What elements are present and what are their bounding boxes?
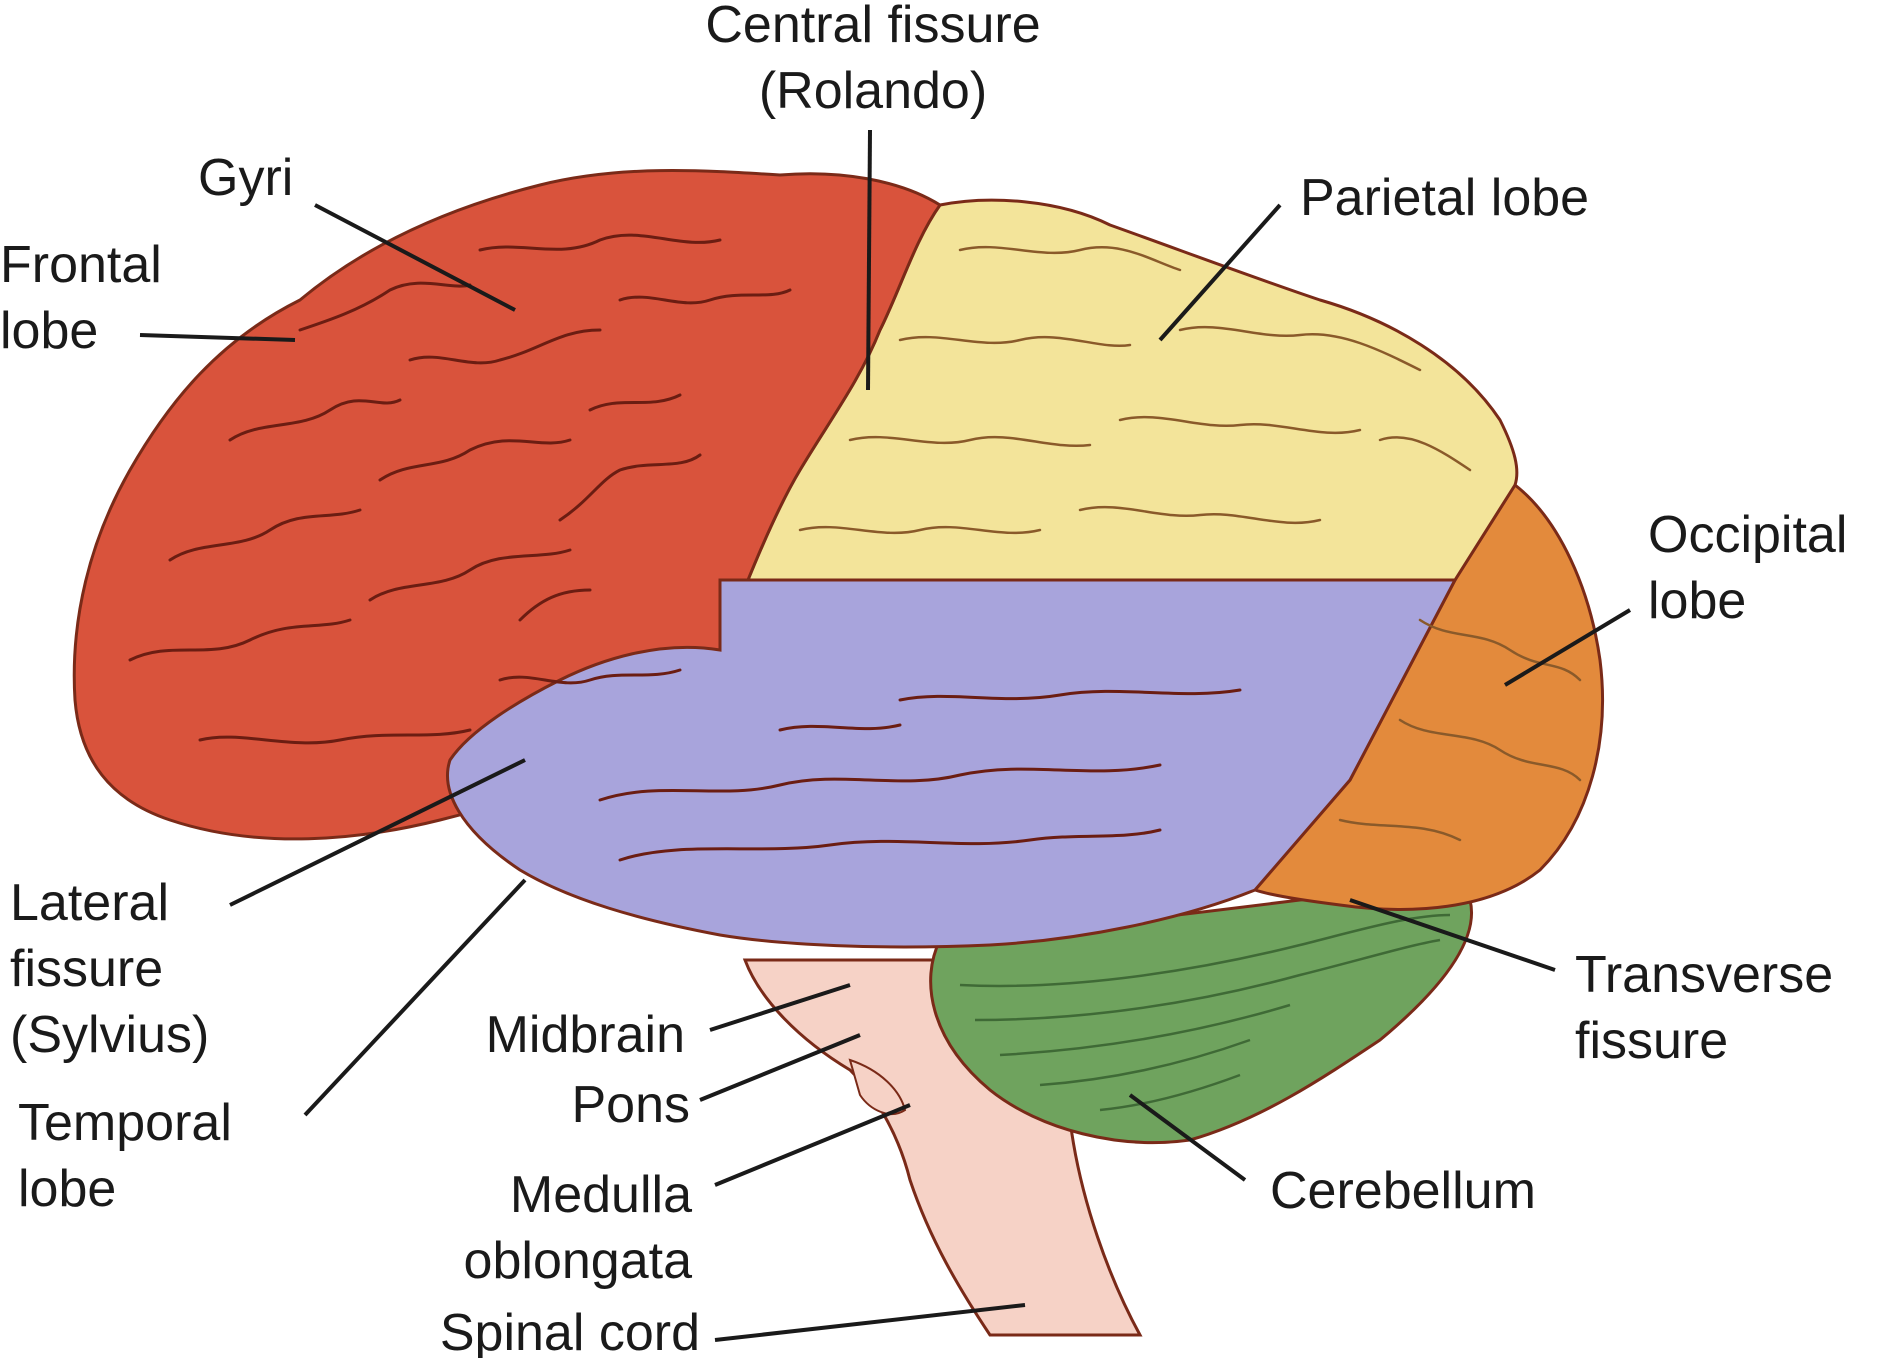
label-temporal-line1: Temporal	[18, 1094, 232, 1152]
label-pons: Pons	[571, 1076, 690, 1134]
label-central-fissure-line1: Central fissure	[705, 0, 1040, 54]
label-gyri: Gyri	[198, 149, 293, 207]
label-transverse-line1: Transverse	[1575, 946, 1833, 1004]
label-occipital-line1: Occipital	[1648, 506, 1847, 564]
label-frontal-line2: lobe	[0, 302, 98, 360]
label-transverse-line2: fissure	[1575, 1012, 1728, 1070]
label-occipital-line2: lobe	[1648, 572, 1746, 630]
label-temporal-line2: lobe	[18, 1160, 116, 1218]
label-spinal-cord: Spinal cord	[440, 1304, 700, 1358]
label-medulla-line2: oblongata	[464, 1232, 693, 1290]
label-medulla-line1: Medulla	[510, 1166, 692, 1224]
label-frontal-line1: Frontal	[0, 236, 162, 294]
label-midbrain: Midbrain	[486, 1006, 685, 1064]
label-central-fissure-line2: (Rolando)	[759, 62, 987, 120]
label-lateral-fissure-line2: fissure	[10, 940, 163, 998]
label-parietal-lobe: Parietal lobe	[1300, 169, 1589, 227]
label-lateral-fissure-line3: (Sylvius)	[10, 1006, 209, 1064]
label-cerebellum: Cerebellum	[1270, 1162, 1536, 1220]
label-lateral-fissure-line1: Lateral	[10, 874, 169, 932]
